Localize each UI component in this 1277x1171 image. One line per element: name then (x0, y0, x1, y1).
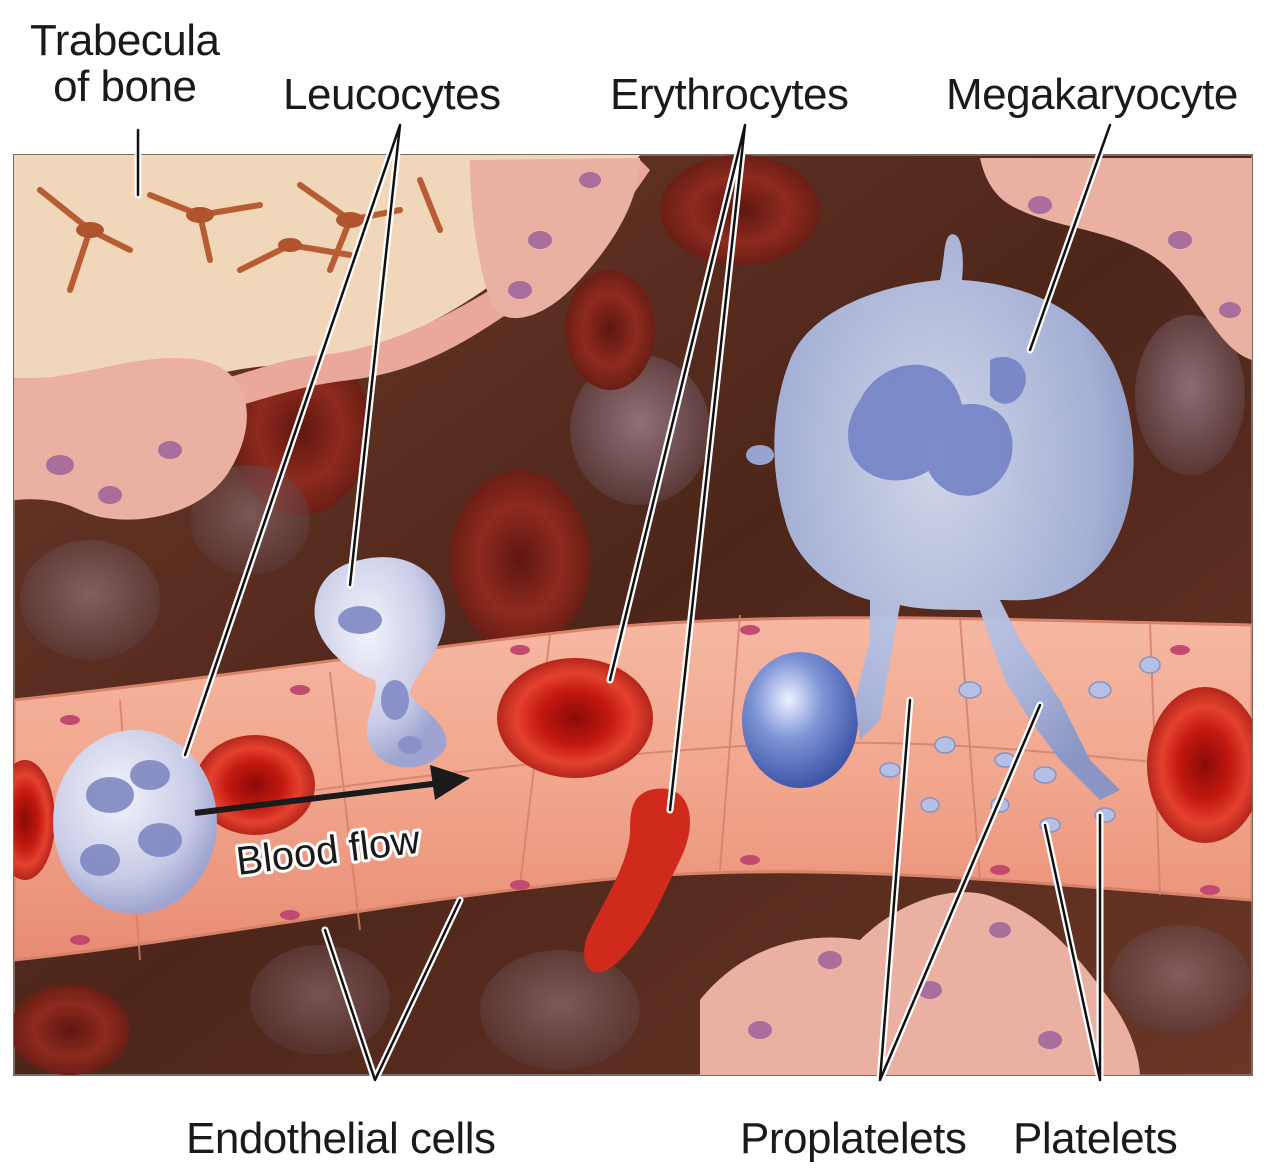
erythrocyte (497, 658, 653, 778)
blue-blood-cell (742, 652, 858, 788)
erythrocyte (1147, 687, 1263, 843)
label-megakaryocyte: Megakaryocyte (946, 72, 1238, 118)
label-trabecula-line1: Trabecula (30, 18, 220, 64)
leucocyte-in-vessel (53, 730, 217, 914)
label-leucocytes: Leucocytes (283, 72, 501, 118)
label-trabecula-of-bone: Trabecula of bone (30, 18, 220, 110)
label-platelets: Platelets (1013, 1116, 1177, 1162)
label-trabecula-line2: of bone (30, 64, 220, 110)
label-proplatelets: Proplatelets (740, 1116, 966, 1162)
label-erythrocytes: Erythrocytes (610, 72, 849, 118)
label-endothelial-cells: Endothelial cells (186, 1116, 495, 1162)
